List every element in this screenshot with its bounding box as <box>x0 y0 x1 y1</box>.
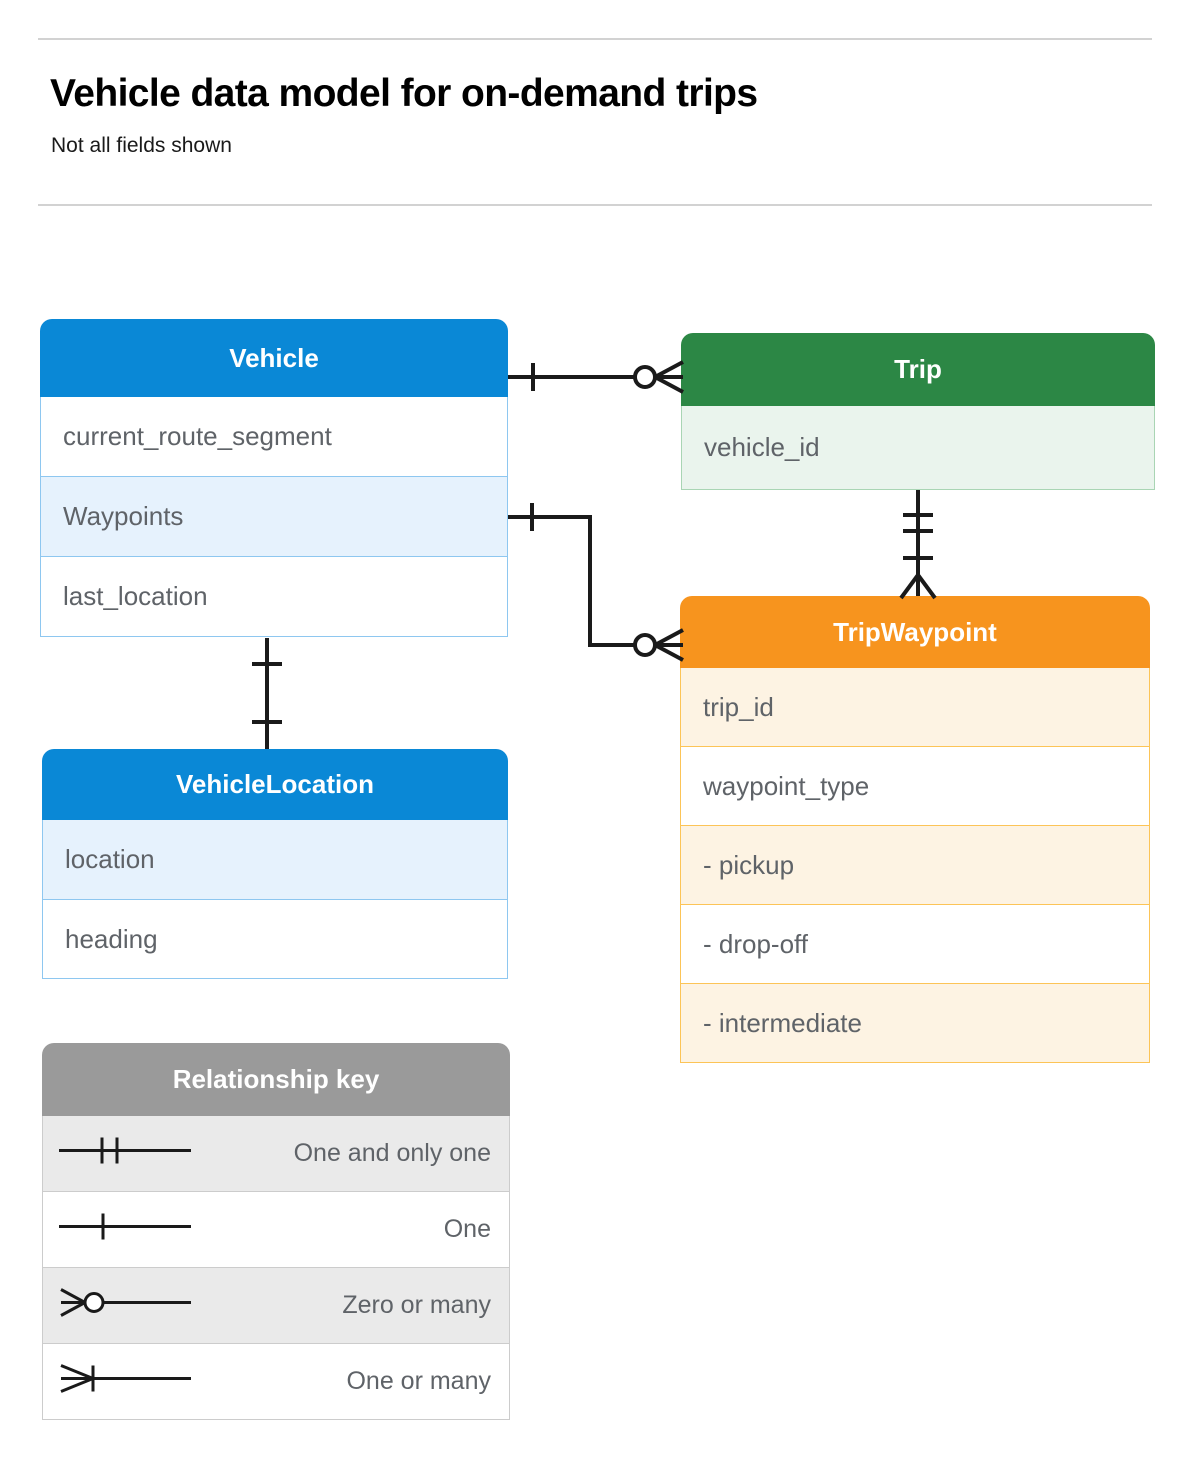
one-and-only-one-icon <box>57 1133 193 1174</box>
field-waypoints[interactable]: Waypoints <box>40 477 508 557</box>
page-title: Vehicle data model for on-demand trips <box>50 72 758 115</box>
field-current-route-segment[interactable]: current_route_segment <box>40 397 508 477</box>
legend-item-one-and-only-one: One and only one <box>42 1116 510 1192</box>
one-or-many-icon <box>57 1361 193 1402</box>
field-label: current_route_segment <box>63 421 332 451</box>
field-waypoint-type[interactable]: waypoint_type <box>680 747 1150 826</box>
entity-tripwaypoint[interactable]: TripWaypoint trip_id waypoint_type - pic… <box>680 596 1150 1063</box>
field-waypoint-type-intermediate[interactable]: - intermediate <box>680 984 1150 1063</box>
entity-trip-title: Trip <box>894 354 942 384</box>
entity-trip[interactable]: Trip vehicle_id <box>681 333 1155 490</box>
field-label: - drop-off <box>703 928 809 959</box>
field-label: last_location <box>63 581 208 611</box>
entity-trip-header: Trip <box>681 333 1155 406</box>
legend-item-one-or-many: One or many <box>42 1344 510 1420</box>
entity-vehiclelocation-title: VehicleLocation <box>176 769 374 799</box>
field-location[interactable]: location <box>42 820 508 900</box>
legend-title: Relationship key <box>172 1064 380 1094</box>
page-subtitle: Not all fields shown <box>51 134 232 157</box>
connector-vehicle-trip <box>508 360 684 394</box>
entity-vehicle-title: Vehicle <box>229 342 319 373</box>
legend-header: Relationship key <box>42 1043 510 1116</box>
legend-item-zero-or-many: Zero or many <box>42 1268 510 1344</box>
field-label: vehicle_id <box>704 432 820 462</box>
relationship-key-legend: Relationship key One and only one One <box>42 1043 510 1420</box>
entity-tripwaypoint-header: TripWaypoint <box>680 596 1150 668</box>
field-waypoint-type-pickup[interactable]: - pickup <box>680 826 1150 905</box>
header-divider-bottom <box>38 204 1152 206</box>
zero-or-many-icon <box>57 1285 193 1326</box>
field-label: location <box>65 844 155 874</box>
legend-item-one: One <box>42 1192 510 1268</box>
legend-item-label: One <box>443 1215 491 1243</box>
connector-vehicle-vehiclelocation <box>252 638 282 749</box>
header-divider-top <box>38 38 1152 40</box>
legend-item-label: One or many <box>346 1367 491 1395</box>
entity-tripwaypoint-title: TripWaypoint <box>833 616 997 647</box>
entity-vehiclelocation[interactable]: VehicleLocation location heading <box>42 749 508 979</box>
connector-waypoints-tripwaypoint <box>508 503 684 662</box>
field-vehicle-id[interactable]: vehicle_id <box>681 406 1155 490</box>
entity-vehicle-header: Vehicle <box>40 319 508 397</box>
field-label: trip_id <box>703 691 774 722</box>
field-label: - intermediate <box>703 1007 862 1038</box>
field-heading[interactable]: heading <box>42 900 508 979</box>
field-waypoint-type-dropoff[interactable]: - drop-off <box>680 905 1150 984</box>
field-last-location[interactable]: last_location <box>40 557 508 637</box>
field-label: waypoint_type <box>703 770 870 801</box>
field-label: - pickup <box>703 849 795 880</box>
one-icon <box>57 1209 193 1250</box>
field-label: heading <box>65 923 158 954</box>
field-label: Waypoints <box>63 501 184 531</box>
entity-vehicle[interactable]: Vehicle current_route_segment Waypoints … <box>40 319 508 637</box>
connector-trip-tripwaypoint <box>899 490 937 600</box>
legend-item-label: Zero or many <box>342 1291 491 1319</box>
entity-vehiclelocation-header: VehicleLocation <box>42 749 508 820</box>
legend-item-label: One and only one <box>293 1139 491 1167</box>
field-trip-id[interactable]: trip_id <box>680 668 1150 747</box>
